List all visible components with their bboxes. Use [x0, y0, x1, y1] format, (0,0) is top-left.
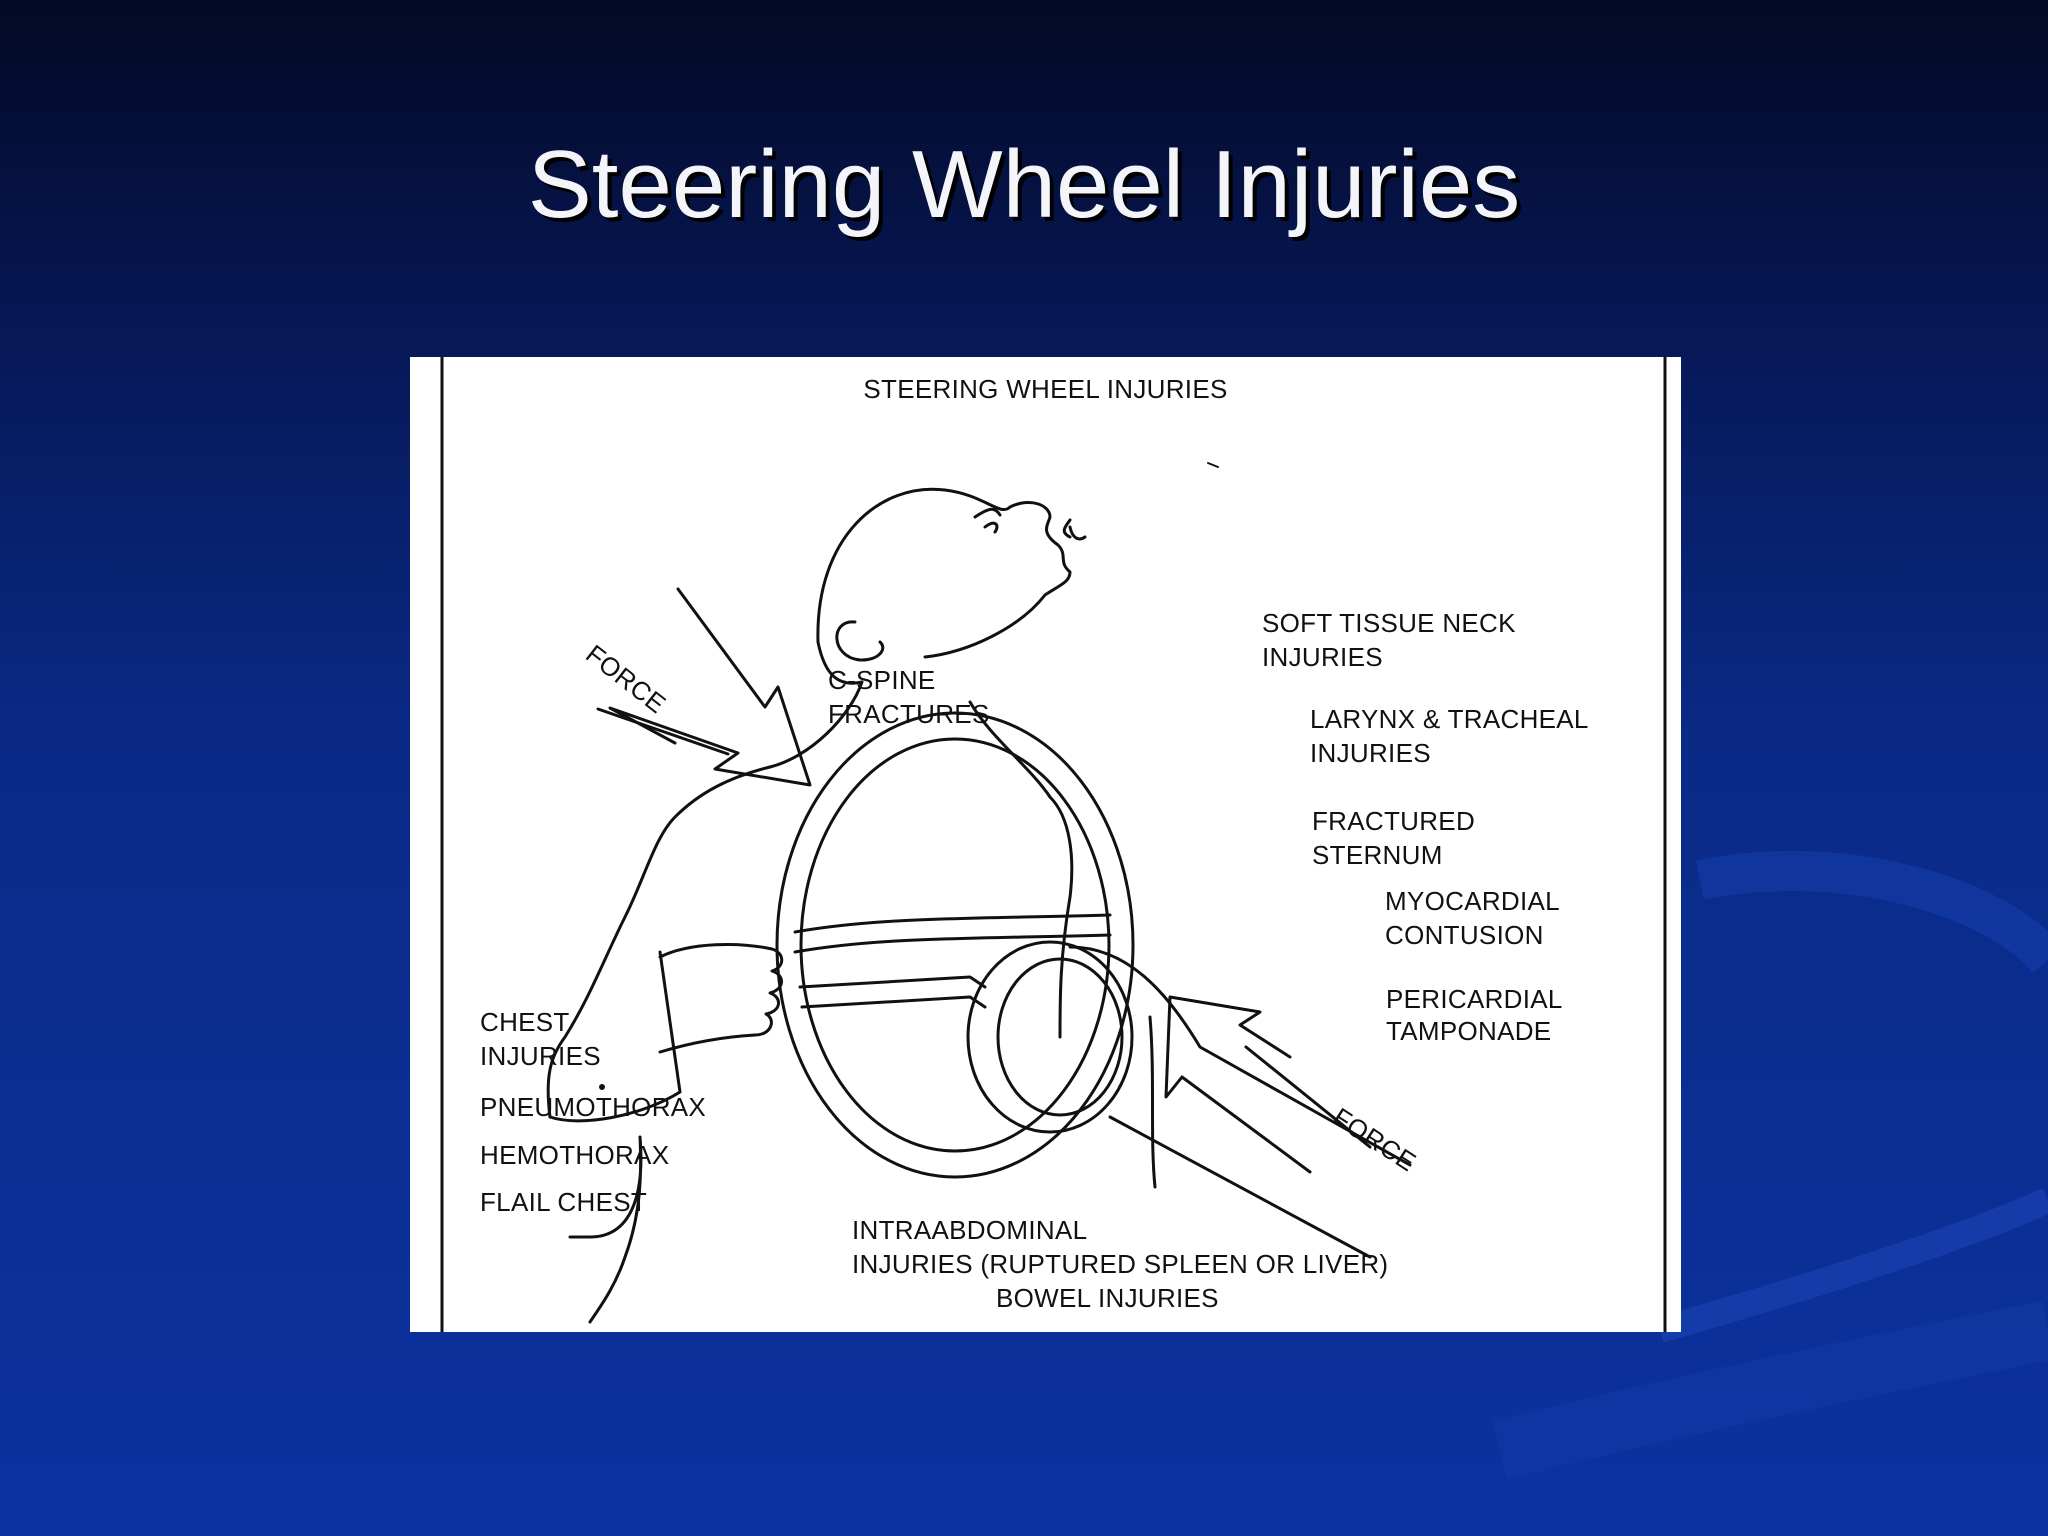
injury-diagram: STEERING WHEEL INJURIES FORCE C-SPINE FR… — [410, 357, 1681, 1332]
stray-mark — [1207, 462, 1219, 468]
wheel-spoke-top — [793, 913, 1112, 954]
pericardial-label-line2: TAMPONADE — [1386, 1016, 1552, 1046]
hand — [658, 943, 784, 1054]
steering-wheel-inner — [799, 737, 1111, 1153]
force-arrow-lower-shaft — [1244, 1045, 1372, 1149]
hemothorax-label: HEMOTHORAX — [480, 1140, 670, 1170]
chest-label-line2: INJURIES — [480, 1041, 601, 1071]
brow — [1062, 518, 1072, 539]
torso-left — [568, 1135, 643, 1324]
ear — [835, 620, 885, 662]
eye-mark — [973, 507, 1002, 534]
myocardial-label-line2: CONTUSION — [1385, 920, 1544, 950]
pneumothorax-label: PNEUMOTHORAX — [480, 1092, 707, 1122]
shoulder-left — [546, 765, 772, 1119]
slide-title: Steering Wheel Injuries — [527, 131, 1521, 238]
larynx-label-line2: INJURIES — [1310, 738, 1431, 768]
soft-tissue-label-line2: INJURIES — [1262, 642, 1383, 672]
force-arrow-lower — [1164, 995, 1312, 1174]
c-spine-label-line2: FRACTURES — [828, 699, 990, 729]
sternum-label-line1: FRACTURED — [1312, 806, 1476, 836]
steering-column — [1068, 945, 1412, 1259]
ink-dot — [599, 1084, 605, 1090]
wheel-spoke-mid — [798, 975, 987, 1009]
soft-tissue-label-line1: SOFT TISSUE NECK — [1262, 608, 1516, 638]
force-arrow-upper-shaft — [596, 707, 730, 756]
figure-heading: STEERING WHEEL INJURIES — [863, 374, 1228, 404]
myocardial-label-line1: MYOCARDIAL — [1385, 886, 1560, 916]
torso-right — [1148, 1015, 1157, 1189]
steering-wheel-outer — [775, 711, 1135, 1179]
abdominal-label-line3: BOWEL INJURIES — [996, 1283, 1219, 1313]
eye — [1068, 525, 1087, 541]
abdominal-label-line1: INTRAABDOMINAL — [852, 1215, 1088, 1245]
sternum-label-line2: STERNUM — [1312, 840, 1443, 870]
shoulder-right — [1048, 795, 1074, 1039]
c-spine-label-line1: C-SPINE — [828, 665, 936, 695]
head-outline — [816, 487, 1072, 659]
flail-chest-label: FLAIL CHEST — [480, 1187, 648, 1217]
injury-line-art — [440, 357, 1667, 1332]
pericardial-label-line1: PERICARDIAL — [1386, 984, 1563, 1014]
left-arm — [548, 950, 682, 1123]
force-arrow-upper — [608, 587, 812, 787]
abdominal-label-line2: INJURIES (RUPTURED SPLEEN OR LIVER) — [852, 1249, 1389, 1279]
larynx-label-line1: LARYNX & TRACHEAL — [1310, 704, 1589, 734]
steering-column-hub — [966, 940, 1134, 1134]
chest-label-line1: CHEST — [480, 1007, 570, 1037]
steering-column-hub-inner — [996, 957, 1124, 1117]
